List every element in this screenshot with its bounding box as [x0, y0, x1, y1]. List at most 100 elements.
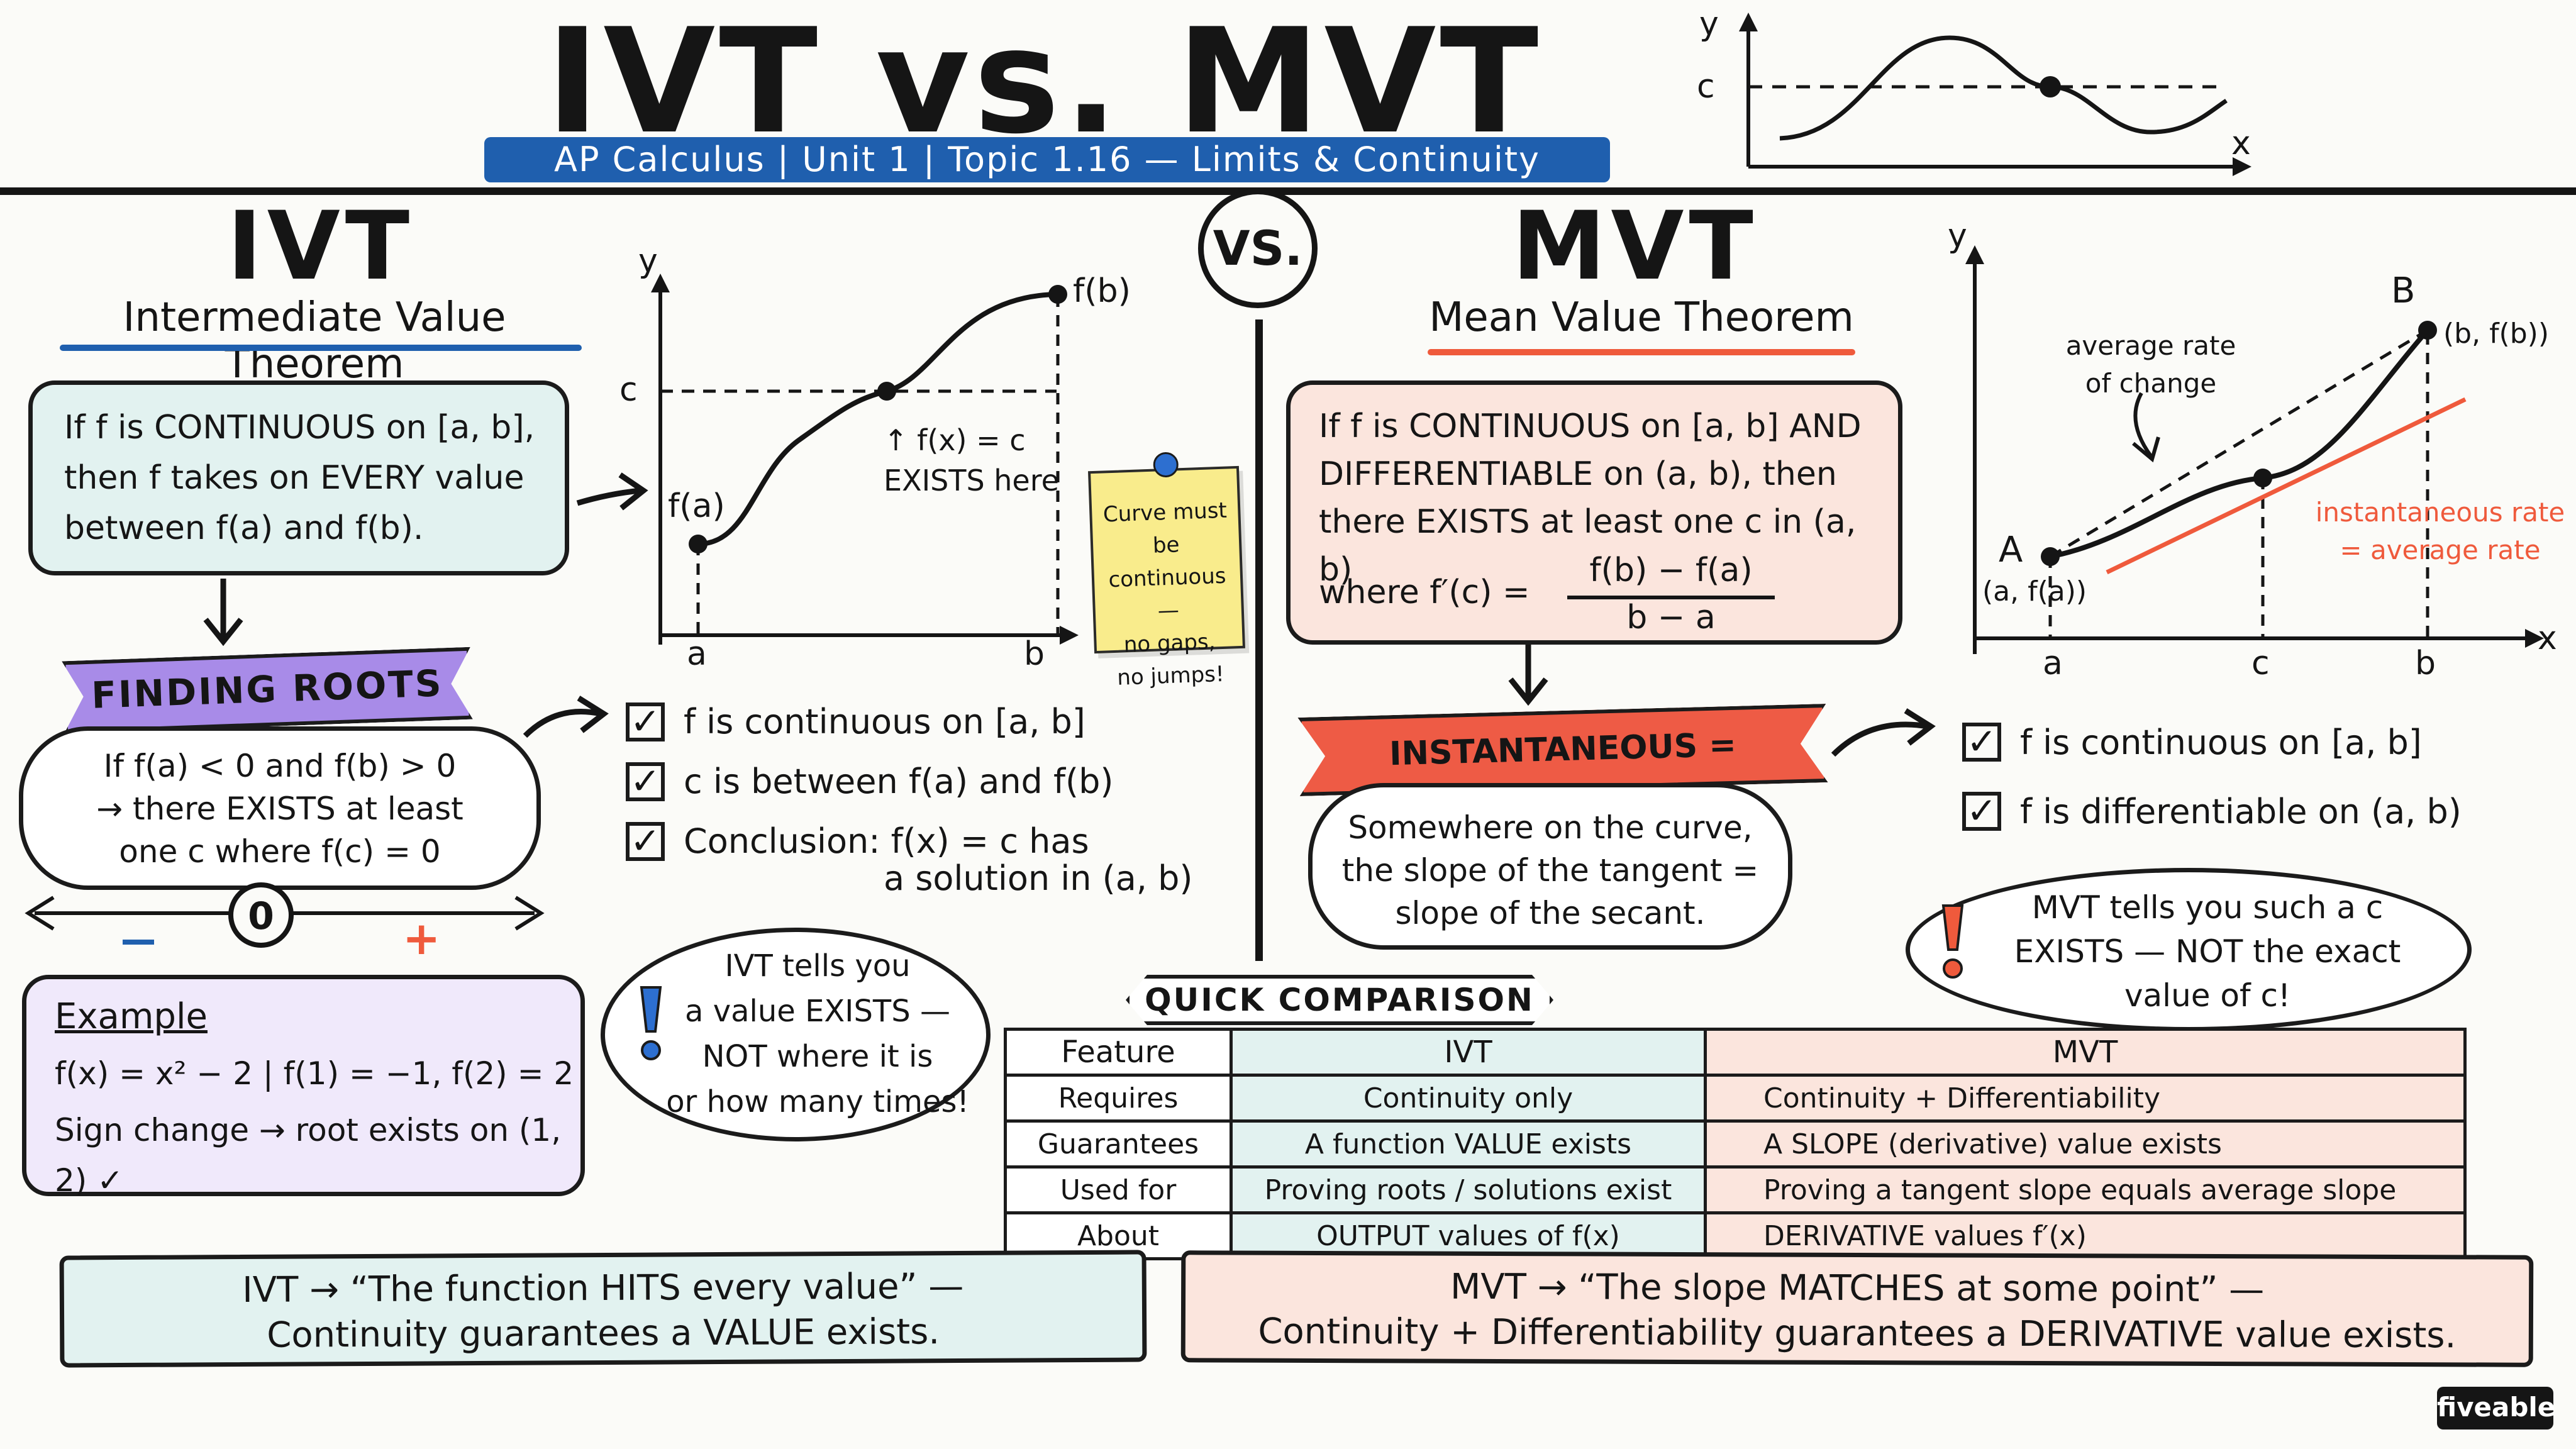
finding-roots-box: If f(a) < 0 and f(b) > 0 → there EXISTS …: [19, 726, 541, 890]
quick-comparison-banner: QUICK COMPARISON: [1126, 975, 1553, 1025]
table-cell: DERIVATIVE values f′(x): [1704, 1211, 2467, 1260]
fraction-bar: [1567, 596, 1775, 599]
mvt-heading: MVT: [1512, 192, 1758, 301]
finding-roots-banner: FINDING ROOTS: [62, 647, 473, 734]
mvt-formula-den: b − a: [1626, 599, 1716, 636]
number-line: [25, 882, 545, 948]
header-graph-y-label: y: [1699, 5, 1719, 43]
roots-line: → there EXISTS at least: [96, 791, 464, 827]
page-title: IVT vs. MVT: [545, 0, 1543, 166]
mvt-graph-point-A-coords: (a, f(a)): [1982, 575, 2087, 608]
mvt-graph-c-label: c: [2251, 645, 2270, 682]
checkbox-icon: ✓: [626, 702, 665, 741]
exclamation-icon: [640, 986, 662, 1060]
ivt-graph-c-label: c: [619, 371, 638, 409]
mvt-graph-point-B-coords: (b, f(b)): [2443, 318, 2549, 350]
topic-subtitle-bar: AP Calculus | Unit 1 | Topic 1.16 — Limi…: [484, 137, 1610, 182]
ivt-summary-line: IVT → “The function HITS every value” —: [242, 1265, 964, 1311]
checkbox-icon: ✓: [1962, 792, 2001, 831]
mvt-summary-line: MVT → “The slope MATCHES at some point” …: [1450, 1266, 2265, 1311]
header-graph-c-label: c: [1697, 68, 1715, 106]
center-divider: [1255, 319, 1263, 961]
mvt-banner-box: Somewhere on the curve, the slope of the…: [1308, 783, 1792, 950]
table-cell: A SLOPE (derivative) value exists: [1704, 1119, 2467, 1169]
ivt-graph-y-label: y: [638, 242, 658, 280]
instantaneous-average-banner: INSTANTANEOUS = AVERAGE: [1298, 704, 1828, 796]
ivt-summary-line: Continuity guarantees a VALUE exists.: [267, 1311, 940, 1356]
example-line: f(x) = x² − 2 | f(1) = −1, f(2) = 2: [55, 1055, 574, 1092]
mvt-formula-num: f(b) − f(a): [1589, 552, 1753, 589]
table-row: Guarantees A function VALUE exists A SLO…: [1004, 1119, 2467, 1169]
ivt-heading: IVT: [226, 192, 415, 301]
ivt-subheading: Intermediate Value Theorem: [123, 294, 506, 387]
sticky-line: Curve must: [1102, 497, 1228, 528]
roots-line: one c where f(c) = 0: [119, 833, 441, 870]
ivt-check-item: Conclusion: f(x) = c has: [684, 821, 1089, 861]
example-line: Sign change → root exists on (1, 2) ✓: [55, 1112, 562, 1199]
mvt-statement-line: DIFFERENTIABLE on (a, b), then: [1319, 455, 1837, 493]
mvt-underline: [1428, 349, 1855, 355]
down-arrow-icon: [1508, 645, 1548, 706]
checkbox-icon: ✓: [626, 821, 665, 861]
plus-sign: +: [402, 912, 441, 965]
example-title: Example: [55, 996, 208, 1037]
mvt-graph-point-B: B: [2391, 270, 2416, 311]
ivt-bubble-text: IVT tells you a value EXISTS — NOT where…: [666, 948, 969, 1119]
mvt-formula-prefix: where f′(c) =: [1319, 574, 1530, 611]
ivt-statement-box: If f is CONTINUOUS on [a, b], then f tak…: [28, 380, 569, 575]
checkbox-icon: ✓: [1962, 723, 2001, 762]
table-cell: Proving roots / solutions exist: [1230, 1165, 1707, 1214]
mvt-graph: [1965, 245, 2544, 654]
checkbox-icon: ✓: [626, 762, 665, 801]
mvt-banner-line: slope of the secant.: [1395, 895, 1706, 931]
ivt-underline: [60, 345, 582, 351]
mvt-graph-a-label: a: [2043, 645, 2063, 682]
mvt-avg-rate-label: average rate of change: [2065, 330, 2236, 399]
header-graph-x-label: x: [2231, 125, 2251, 162]
mvt-graph-b-label: b: [2415, 645, 2436, 682]
sticky-note: Curve must be continuous — no gaps, no j…: [1088, 452, 1245, 691]
example-box: Example f(x) = x² − 2 | f(1) = −1, f(2) …: [22, 975, 585, 1199]
table-cell: Requires: [1004, 1074, 1233, 1123]
zero-marker: 0: [248, 894, 274, 938]
mvt-subheading: Mean Value Theorem: [1429, 294, 1854, 341]
ivt-check-item-cont: a solution in (a, b): [884, 858, 1193, 898]
mvt-summary-line: Continuity + Differentiability guarantee…: [1258, 1311, 2457, 1357]
mvt-checklist: ✓f is continuous on [a, b] ✓f is differe…: [1962, 708, 2560, 846]
vs-badge: VS.: [1198, 189, 1318, 308]
mvt-graph-x-label: x: [2538, 619, 2557, 657]
ivt-check-item: f is continuous on [a, b]: [684, 702, 1085, 741]
ivt-summary-box: IVT → “The function HITS every value” — …: [59, 1250, 1147, 1368]
table-cell: A function VALUE exists: [1230, 1119, 1707, 1169]
mvt-thought-bubble: [1906, 868, 2472, 1031]
mvt-graph-y-label: y: [1948, 217, 1967, 255]
mvt-check-item: f is continuous on [a, b]: [2020, 722, 2422, 762]
fiveable-logo[interactable]: fiveable: [2437, 1387, 2555, 1430]
ivt-statement-line: between f(a) and f(b).: [64, 509, 424, 547]
ivt-graph-a-label: a: [687, 635, 707, 673]
table-row: Used for Proving roots / solutions exist…: [1004, 1165, 2467, 1214]
mvt-summary-box: MVT → “The slope MATCHES at some point” …: [1180, 1250, 2534, 1367]
mvt-statement-box: If f is CONTINUOUS on [a, b] AND DIFFERE…: [1286, 380, 1902, 645]
ivt-graph: [651, 274, 1079, 645]
arrow-icon: [523, 696, 609, 738]
ivt-thought-bubble: [601, 928, 991, 1141]
ivt-graph-fa-label: f(a): [668, 487, 725, 525]
table-cell: Continuity only: [1230, 1074, 1707, 1123]
ivt-graph-b-label: b: [1024, 635, 1045, 673]
table-cell: Used for: [1004, 1165, 1233, 1214]
table-header-cell: MVT: [1704, 1028, 2467, 1077]
ivt-statement-line: then f takes on EVERY value: [64, 459, 525, 497]
table-header-cell: Feature: [1004, 1028, 1233, 1077]
arrow-icon: [576, 472, 648, 511]
table-header-row: Feature IVT MVT: [1004, 1028, 2467, 1077]
exclamation-icon: [1941, 904, 1964, 979]
header-graph: [1739, 13, 2251, 176]
header-divider: [0, 187, 2576, 195]
ivt-graph-fb-label: f(b): [1073, 272, 1131, 310]
roots-line: If f(a) < 0 and f(b) > 0: [103, 748, 457, 784]
mvt-bubble-text: MVT tells you such a c EXISTS — NOT the …: [2014, 889, 2401, 1014]
ivt-checklist: ✓f is continuous on [a, b] ✓c is between…: [626, 692, 1211, 898]
table-row: Requires Continuity only Continuity + Di…: [1004, 1074, 2467, 1123]
mvt-graph-point-A: A: [1999, 530, 2023, 570]
